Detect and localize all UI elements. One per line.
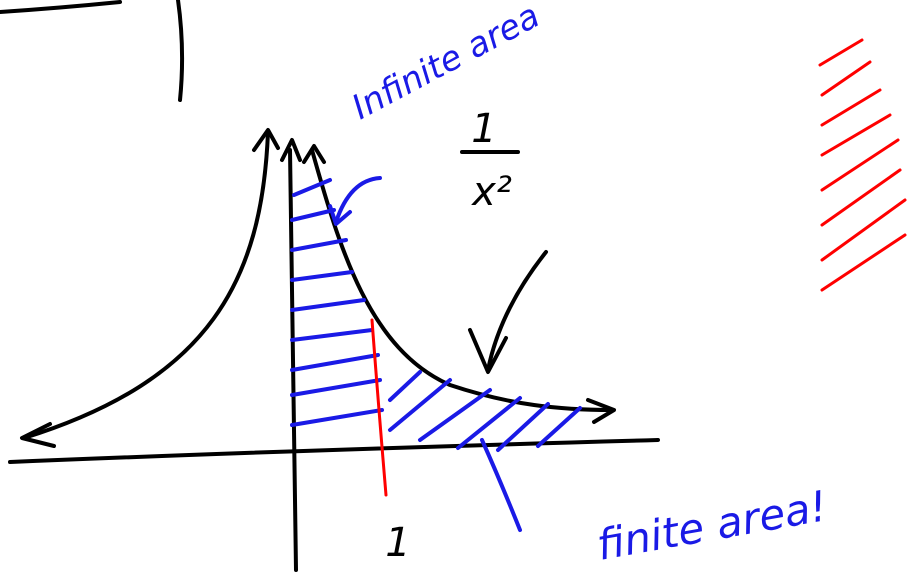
x-tick-one-label: 1 [385,520,410,566]
x-axis [8,438,660,464]
y-axis [288,148,298,572]
x-equals-one-line [370,318,388,497]
previous-work-fragment [0,0,185,102]
function-denominator: x² [470,169,512,215]
infinite-area-pointer-arrow [328,176,382,226]
coordinate-axes [8,138,660,572]
hatch-infinite-region [290,178,384,427]
red-hatch-scribble [818,38,907,292]
finite-area-label-pointer [480,438,522,532]
hatch-finite-region [388,370,582,452]
function-label: 1 x² [460,106,520,215]
function-numerator: 1 [471,106,496,152]
one-over-x-squared-curve [302,144,616,424]
finite-area-pointer-arrow [468,250,548,374]
infinite-area-label: Infinite area [345,0,546,128]
y-axis-arrow [280,138,302,162]
even-function-curve [20,128,280,448]
finite-area-label: finite area! [593,481,830,570]
